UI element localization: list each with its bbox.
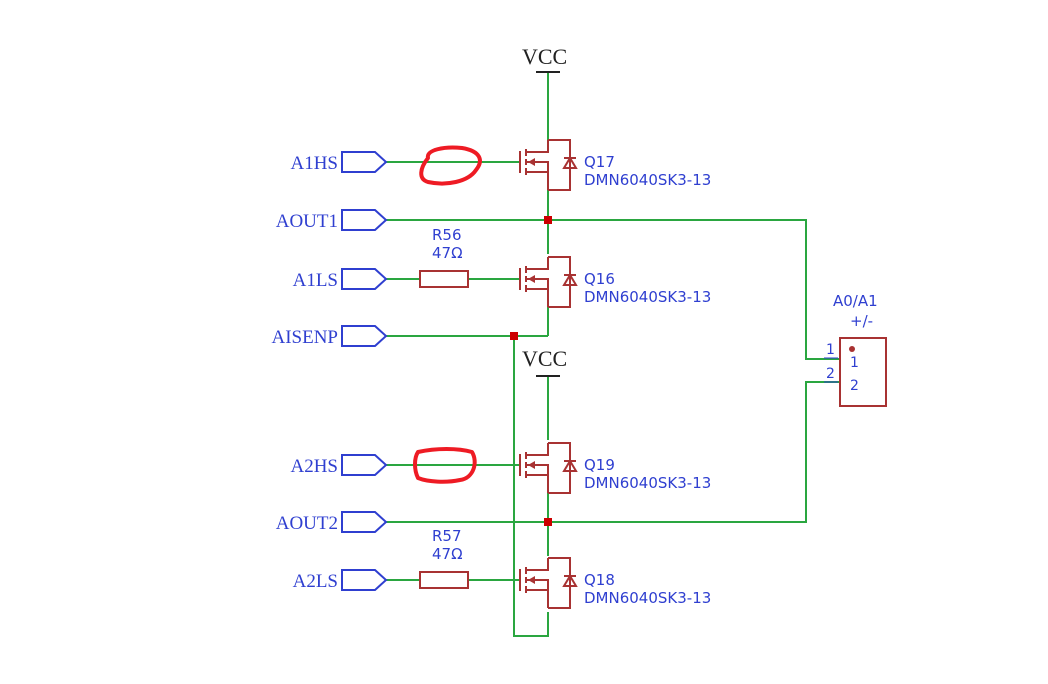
vcc-label-top: VCC bbox=[522, 44, 567, 69]
port-a1ls: A1LS bbox=[293, 268, 388, 291]
connector-pin2-label: 2 bbox=[850, 378, 859, 394]
port-aout1: AOUT1 bbox=[276, 209, 388, 232]
mosfet-q19-part: DMN6040SK3-13 bbox=[584, 474, 711, 492]
mosfet-q18: Q18 DMN6040SK3-13 bbox=[519, 557, 711, 609]
junctions bbox=[510, 216, 552, 526]
mosfet-q19: Q19 DMN6040SK3-13 bbox=[519, 442, 711, 494]
junction-aout2 bbox=[544, 518, 552, 526]
resistor-r57-ref: R57 bbox=[432, 527, 462, 545]
port-a1hs: A1HS bbox=[290, 151, 388, 174]
junction-aout1 bbox=[544, 216, 552, 224]
connector-ref: A0/A1 bbox=[833, 292, 878, 310]
mosfet-q17: Q17 DMN6040SK3-13 bbox=[519, 139, 711, 191]
mosfet-q16-ref: Q16 bbox=[584, 270, 615, 288]
junction-aisenp bbox=[510, 332, 518, 340]
mosfet-q19-ref: Q19 bbox=[584, 456, 615, 474]
resistor-r56-ref: R56 bbox=[432, 226, 462, 244]
annotation-scribbles bbox=[413, 145, 482, 484]
port-aisenp: AISENP bbox=[271, 325, 388, 348]
connector-a0-a1: A0/A1 +/- 1 2 1 2 bbox=[824, 292, 887, 407]
net-label-a2hs: A2HS bbox=[290, 456, 338, 477]
mosfet-q16: Q16 DMN6040SK3-13 bbox=[519, 256, 711, 308]
connector-pin1-label: 1 bbox=[850, 355, 859, 371]
connector-pin2-number: 2 bbox=[826, 366, 835, 382]
net-label-aout1: AOUT1 bbox=[276, 211, 338, 232]
mosfet-q17-ref: Q17 bbox=[584, 153, 615, 171]
connector-pin1-number: 1 bbox=[826, 342, 835, 358]
net-label-a1ls: A1LS bbox=[293, 270, 338, 291]
port-a2ls: A2LS bbox=[293, 569, 388, 592]
mosfet-q18-ref: Q18 bbox=[584, 571, 615, 589]
resistor-r56: R56 47Ω bbox=[419, 226, 469, 288]
pin1-marker-icon bbox=[849, 346, 855, 352]
wires bbox=[386, 72, 840, 637]
net-label-aisenp: AISENP bbox=[271, 327, 338, 348]
annotation-circle-a2hs bbox=[413, 447, 477, 484]
vcc-label-bottom: VCC bbox=[522, 346, 567, 371]
mosfet-q18-part: DMN6040SK3-13 bbox=[584, 589, 711, 607]
resistor-r57: R57 47Ω bbox=[419, 527, 469, 589]
net-label-a1hs: A1HS bbox=[290, 153, 338, 174]
resistor-r57-value: 47Ω bbox=[432, 545, 463, 563]
vcc-symbol-top: VCC bbox=[522, 44, 567, 73]
annotation-circle-a1hs bbox=[419, 145, 482, 186]
mosfet-q17-part: DMN6040SK3-13 bbox=[584, 171, 711, 189]
port-a2hs: A2HS bbox=[290, 454, 388, 477]
port-aout2: AOUT2 bbox=[276, 511, 388, 534]
vcc-symbol-bottom: VCC bbox=[522, 346, 567, 377]
connector-polarity-label: +/- bbox=[850, 312, 873, 330]
mosfet-q16-part: DMN6040SK3-13 bbox=[584, 288, 711, 306]
net-label-a2ls: A2LS bbox=[293, 571, 338, 592]
net-label-aout2: AOUT2 bbox=[276, 513, 338, 534]
resistor-r56-value: 47Ω bbox=[432, 244, 463, 262]
